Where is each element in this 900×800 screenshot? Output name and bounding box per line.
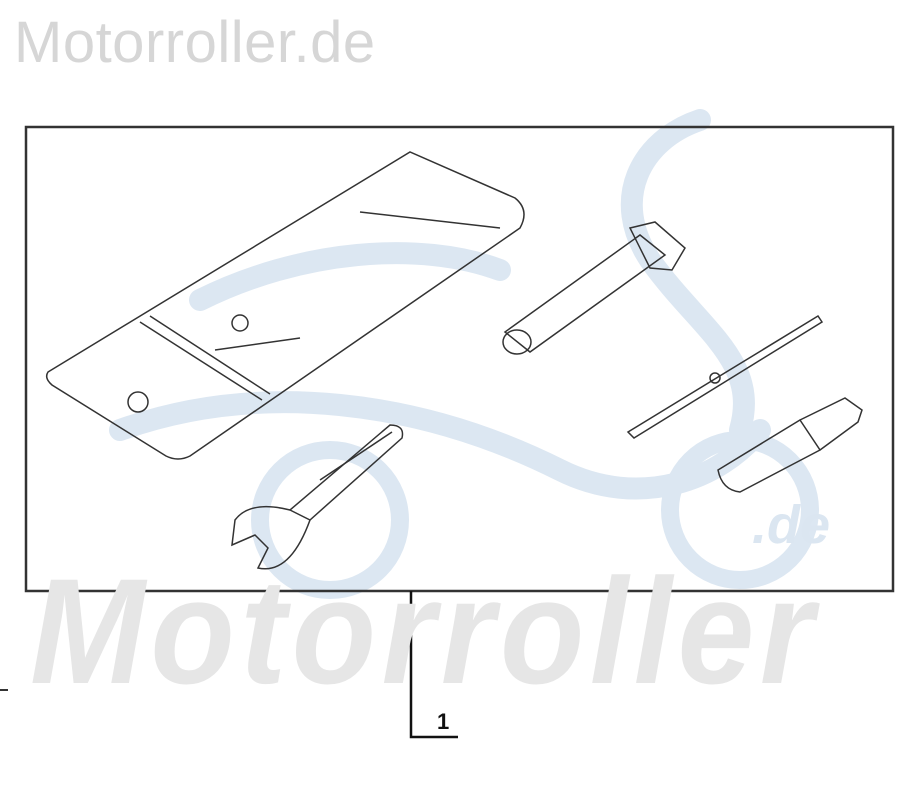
watermark-big-logo-text: Motorroller [30,547,820,715]
edge-mark [0,689,8,691]
watermark-top-logo-text: Motorroller.de [14,10,376,75]
callout-leader [409,591,458,739]
part-callout-number: 1 [437,709,450,734]
screwdriver-handle [717,397,863,493]
diagram-frame [24,125,895,593]
watermark-domain-suffix: .de [752,495,831,555]
scooter-watermark [109,109,819,599]
screwdriver-bit [626,314,824,439]
tool-pouch [45,151,525,460]
open-end-wrench [231,424,404,570]
box-wrench [502,221,686,355]
